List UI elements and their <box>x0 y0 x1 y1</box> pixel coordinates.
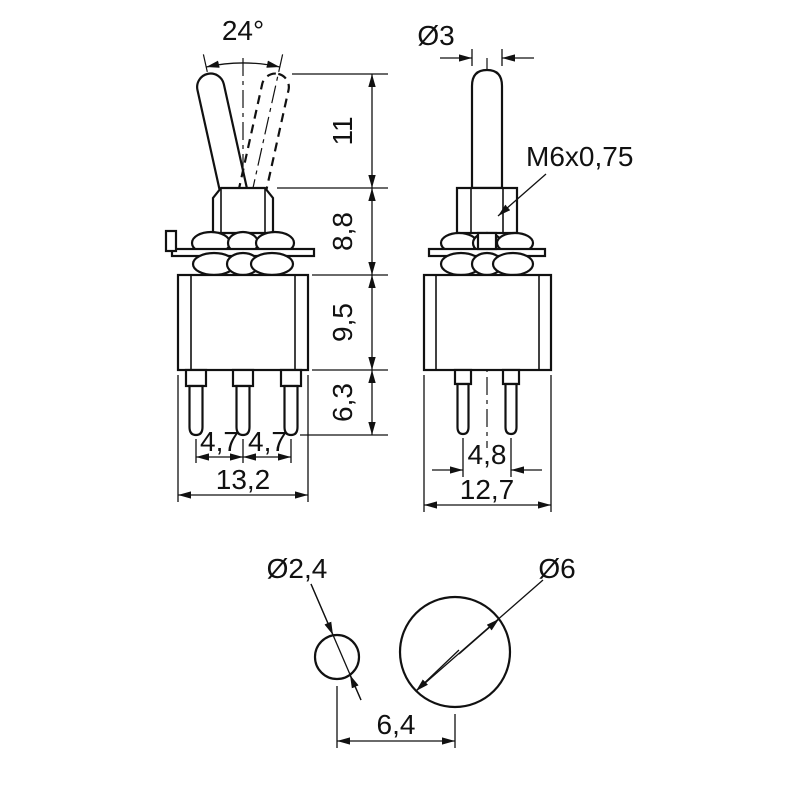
hole-distance-dimension: 6,4 <box>336 686 456 748</box>
leader-arrow <box>349 674 362 701</box>
dim-lever-dia: Ø3 <box>417 20 454 51</box>
leader-line <box>497 173 547 217</box>
side-lock-washer <box>439 251 535 277</box>
angle-arc <box>206 60 280 68</box>
front-washer-tab <box>164 229 178 253</box>
front-pins <box>184 368 303 437</box>
front-body-width-dimension: 13,2 <box>177 375 309 502</box>
thread-callout: M6x0,75 <box>497 141 633 217</box>
side-pins <box>453 368 521 436</box>
dim-small-hole: Ø2,4 <box>267 553 328 584</box>
front-view: 24° <box>164 15 388 502</box>
pin-shoulder <box>453 368 473 386</box>
lock-washer-facet <box>249 251 295 277</box>
dim-hole-distance: 6,4 <box>377 709 416 740</box>
pin-shoulder <box>231 368 255 388</box>
leader-arrow <box>310 583 334 636</box>
pin-shoulder <box>279 368 303 388</box>
dim-pin-length: 6,3 <box>327 383 358 422</box>
dim-pin-row-pitch: 4,8 <box>468 439 507 470</box>
front-body <box>176 273 310 372</box>
front-bushing <box>211 186 275 235</box>
pin <box>504 382 518 436</box>
lever-dashed-body <box>231 72 290 235</box>
pin <box>283 384 299 437</box>
side-washer-tab <box>476 231 498 251</box>
lever-dia-dimension: Ø3 <box>417 20 534 66</box>
front-pin-pitch-dimensions: 4,7 4,7 <box>195 426 292 463</box>
pin <box>188 384 204 437</box>
side-bushing <box>455 186 519 235</box>
dim-pin-pitch-left: 4,7 <box>200 426 239 457</box>
leader-arrow <box>415 649 460 692</box>
dim-body-height: 9,5 <box>327 303 358 342</box>
side-body <box>422 273 553 372</box>
angle-label: 24° <box>222 15 264 46</box>
dim-large-hole: Ø6 <box>538 553 575 584</box>
side-view: Ø3 M6x0,75 <box>417 20 633 512</box>
thread-label: M6x0,75 <box>526 141 633 172</box>
front-lock-washer <box>191 251 295 277</box>
body-depth-dimension: 12,7 <box>423 375 552 512</box>
dim-bushing-height: 8,8 <box>327 212 358 251</box>
dim-body-width: 13,2 <box>216 464 271 495</box>
side-lever <box>470 68 504 190</box>
panel-cutout: Ø2,4 Ø6 6,4 <box>267 553 576 748</box>
dim-body-depth: 12,7 <box>460 474 515 505</box>
large-hole-callout: Ø6 <box>415 553 576 692</box>
small-hole <box>313 633 361 681</box>
dim-pin-pitch-right: 4,7 <box>248 426 287 457</box>
leader-arrow <box>458 618 500 655</box>
pin <box>235 384 251 437</box>
lock-washer-facet <box>491 251 535 277</box>
pin-row-pitch-dimension: 4,8 <box>432 438 542 477</box>
pin <box>456 382 470 436</box>
pin-shoulder <box>501 368 521 386</box>
dim-lever-height: 11 <box>327 116 358 145</box>
pin-shoulder <box>184 368 208 388</box>
front-height-dimensions: 11 8,8 9,5 6,3 <box>277 73 388 436</box>
small-hole-callout: Ø2,4 <box>267 553 362 701</box>
